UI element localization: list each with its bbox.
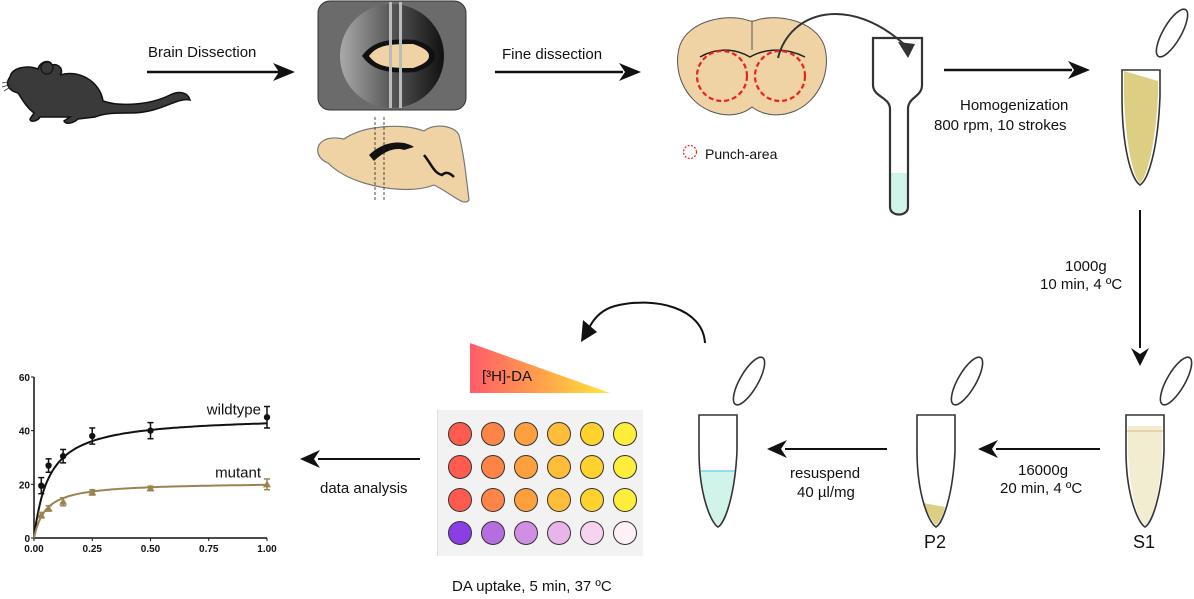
sagittal-brain (317, 117, 470, 203)
well-plate (437, 410, 643, 556)
tube-s1-label: S1 (1133, 532, 1156, 552)
brain-dissection-label: Brain Dissection (148, 44, 257, 61)
x-tick-label: 1.00 (257, 544, 277, 555)
well (481, 488, 505, 512)
x-tick-label: 0.00 (24, 544, 44, 555)
tube-p2-label: P2 (924, 532, 947, 552)
tube-p2 (916, 356, 984, 528)
mutant-point (59, 497, 68, 505)
well (481, 455, 505, 479)
well (448, 455, 472, 479)
y-tick-label: 60 (19, 373, 31, 384)
centrifuge2-label-line2: 20 min, 4 ºC (1000, 480, 1083, 497)
homogenizer-tube (871, 36, 924, 216)
mutant-point (146, 484, 155, 492)
wildtype-point (89, 432, 96, 440)
brain-matrix-slicer (317, 0, 467, 111)
well (448, 521, 472, 545)
fine-dissection-label: Fine dissection (502, 46, 603, 63)
wildtype-point (147, 427, 154, 434)
well (481, 422, 505, 446)
data-analysis-label: data analysis (320, 480, 408, 497)
centrifuge1-label-line2: 10 min, 4 ºC (1040, 276, 1123, 293)
well (547, 521, 571, 545)
mutant-point (37, 511, 46, 519)
y-tick-label: 20 (19, 480, 31, 491)
well (481, 521, 505, 545)
x-tick-label: 0.75 (199, 544, 219, 555)
mutant-point (88, 488, 97, 496)
punch-area-legend-label: Punch-area (705, 146, 778, 162)
arrow-centrifuge-16000g (978, 440, 1100, 458)
resuspend-label-line2: 40 µl/mg (797, 484, 855, 501)
punch-area-legend-icon (682, 144, 698, 160)
punch-area-right (753, 49, 807, 103)
uptake-kinetics-chart: 0.00 0.25 0.50 0.75 1.00 0 20 40 60 wildtype muta… (19, 373, 277, 555)
x-tick-label: 0.25 (83, 544, 103, 555)
homogenization-label-line1: Homogenization (960, 97, 1069, 114)
arrow-centrifuge-1000g (1131, 210, 1149, 366)
well (613, 455, 637, 479)
coronal-brain-section (677, 17, 827, 116)
well (613, 488, 637, 512)
wildtype-label: wildtype (206, 401, 261, 418)
x-tick-label: 0.50 (141, 544, 161, 555)
mutant-label: mutant (215, 464, 262, 481)
curved-arrow-to-homogenizer (777, 13, 915, 59)
resuspend-label-line1: resuspend (790, 465, 861, 482)
wildtype-point (263, 414, 271, 421)
y-tick-label: 40 (19, 427, 31, 438)
uptake-label: DA uptake, 5 min, 37 ºC (452, 578, 612, 595)
well (547, 455, 571, 479)
wildtype-point (38, 482, 45, 489)
tube-s1 (1125, 356, 1193, 528)
arrow-fine-dissection (495, 63, 641, 81)
well (580, 455, 604, 479)
well (613, 422, 637, 446)
well-plate-grid (448, 422, 637, 545)
well (514, 488, 538, 512)
well (580, 488, 604, 512)
wildtype-point (59, 452, 67, 460)
well (514, 422, 538, 446)
well (613, 521, 637, 545)
tube-homogenate (1121, 8, 1189, 186)
arrow-resuspend (767, 440, 887, 458)
tracer-label: [³H]-DA (482, 368, 532, 385)
arrow-brain-dissection (147, 63, 295, 81)
well (547, 422, 571, 446)
tracer-gradient-triangle (470, 343, 610, 393)
well (547, 488, 571, 512)
mouse-illustration (1, 60, 192, 124)
centrifuge1-label-line1: 1000g (1065, 258, 1107, 275)
arrow-homogenization (944, 61, 1090, 79)
mutant-fit-line (33, 483, 268, 539)
well (448, 488, 472, 512)
mutant-point (263, 480, 271, 488)
well (514, 455, 538, 479)
well (580, 521, 604, 545)
arrow-data-analysis (300, 450, 420, 468)
homogenization-label-line2: 800 rpm, 10 strokes (934, 117, 1067, 134)
well (580, 422, 604, 446)
y-tick-label: 0 (24, 534, 30, 545)
wildtype-point (45, 462, 52, 469)
curved-arrow-to-plate (581, 301, 706, 344)
mutant-point (44, 504, 53, 512)
tube-resuspended (698, 356, 766, 528)
well (514, 521, 538, 545)
well (448, 422, 472, 446)
centrifuge2-label-line1: 16000g (1018, 462, 1069, 479)
punch-area-left (695, 49, 749, 103)
